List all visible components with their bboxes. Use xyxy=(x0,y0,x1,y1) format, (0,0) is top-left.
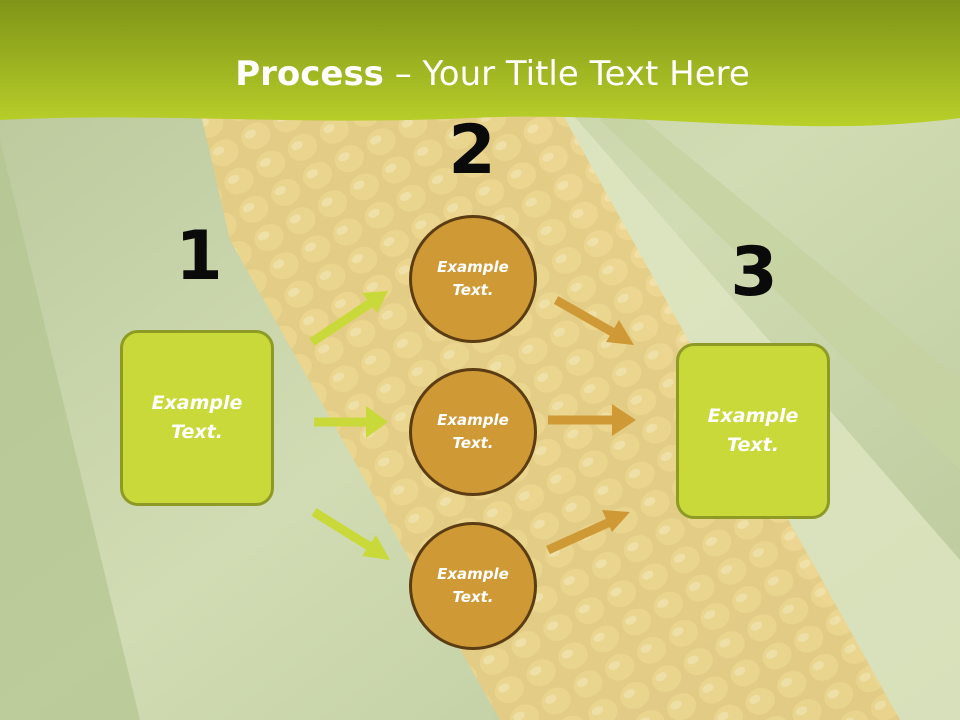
title-rest: – Your Title Text Here xyxy=(383,54,750,94)
circle-middle: Example Text. xyxy=(409,368,537,496)
circle-middle-text: Example Text. xyxy=(437,411,509,452)
right-box-text: Example Text. xyxy=(707,405,799,456)
left-box: Example Text. xyxy=(120,330,274,506)
circle-top: Example Text. xyxy=(409,215,537,343)
circle-bottom-text: Example Text. xyxy=(437,565,509,606)
title-bold: Process xyxy=(235,54,384,94)
circle-bottom: Example Text. xyxy=(409,522,537,650)
circle-top-text: Example Text. xyxy=(437,258,509,299)
slide-title: Process – Your Title Text Here xyxy=(0,52,960,96)
right-box: Example Text. xyxy=(676,343,830,519)
step-number-1: 1 xyxy=(175,217,223,296)
left-box-text: Example Text. xyxy=(151,392,243,443)
step-number-3: 3 xyxy=(730,233,778,312)
step-number-2: 2 xyxy=(448,111,496,190)
